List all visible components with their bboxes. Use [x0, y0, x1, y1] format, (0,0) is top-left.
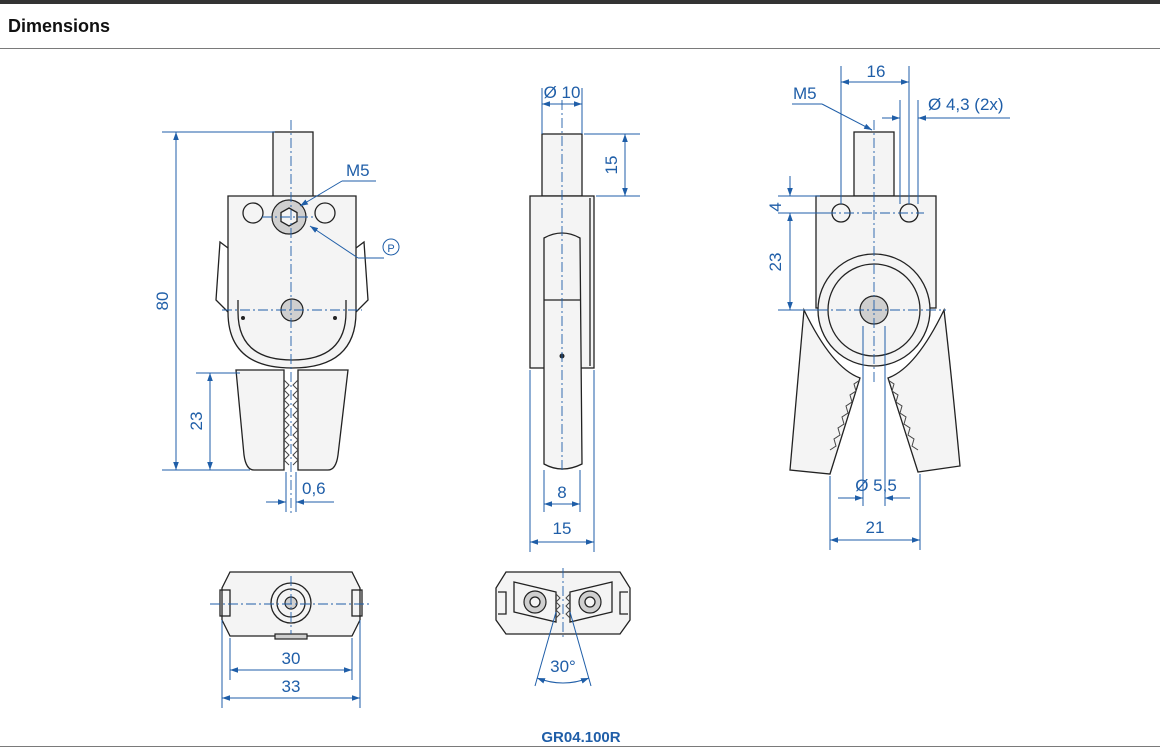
- label-right-m5: M5: [793, 84, 817, 103]
- dim-front-height-80: 80: [153, 292, 172, 311]
- dim-right-diameter-55: Ø 5,5: [855, 476, 897, 495]
- right-view: 16 M5 Ø 4,3 (2x) 4 23 Ø 5,5: [766, 62, 1010, 550]
- dim-side-diameter-10: Ø 10: [544, 83, 581, 102]
- label-p-marker: P: [387, 243, 394, 255]
- front-view: 80 23 M5 P 0,6: [153, 120, 400, 515]
- side-view: Ø 10 15 8 15: [529, 83, 640, 552]
- dim-right-spacing-16: 16: [867, 62, 886, 81]
- bottom-view: 30 33: [210, 571, 372, 708]
- dim-right-offset-4: 4: [766, 202, 785, 211]
- top-bar: [0, 0, 1160, 4]
- top-view: 30°: [495, 568, 631, 687]
- dim-top-angle-30: 30°: [550, 657, 576, 676]
- dim-side-width-8: 8: [557, 483, 566, 502]
- dim-front-jaw-23: 23: [187, 412, 206, 431]
- section-title: Dimensions: [8, 16, 111, 36]
- dim-right-height-23: 23: [766, 253, 785, 272]
- dim-side-width-15: 15: [553, 519, 572, 538]
- dim-bottom-width-30: 30: [282, 649, 301, 668]
- footer-rule: [0, 746, 1160, 747]
- dim-right-width-21: 21: [866, 518, 885, 537]
- dim-bottom-width-33: 33: [282, 677, 301, 696]
- dim-right-hole-43: Ø 4,3 (2x): [928, 95, 1004, 114]
- label-front-m5: M5: [346, 161, 370, 180]
- dim-front-gap-06: 0,6: [302, 479, 326, 498]
- dim-side-shaft-15: 15: [602, 156, 621, 175]
- part-number: GR04.100R: [541, 729, 620, 746]
- header-rule: [0, 48, 1160, 49]
